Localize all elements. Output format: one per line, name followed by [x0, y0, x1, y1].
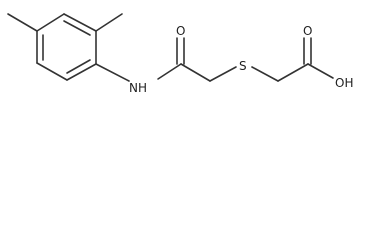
methyl-bond-para [7, 13, 38, 32]
acid-oh-bond [307, 63, 334, 79]
ring-bond [66, 63, 97, 81]
atom-label-oh: OH [335, 76, 353, 90]
ring-bond [36, 13, 65, 32]
ch2-acid-bond [277, 63, 309, 82]
molecule-drawing: NH O S O OH [7, 13, 353, 95]
atom-label-s: S [239, 59, 247, 73]
carbonyl-ch2-bond [180, 63, 211, 82]
atom-label-acid-o: O [303, 24, 312, 38]
methyl-bond-ortho [95, 13, 123, 32]
ring-n-bond [95, 63, 130, 82]
atom-label-amide-o: O [176, 24, 185, 38]
ch2-s-bond [209, 66, 237, 82]
n-carbonyl-bond [157, 63, 182, 80]
atom-label-nh: NH [129, 81, 147, 95]
s-ch2-bond [251, 66, 279, 82]
ring-bond [36, 62, 68, 81]
ring-double-bond [63, 20, 91, 36]
ring-bond [63, 13, 97, 32]
structure-diagram: NH O S O OH [0, 0, 368, 104]
ring-double-bond [66, 59, 91, 74]
benzene-ring [36, 13, 97, 81]
